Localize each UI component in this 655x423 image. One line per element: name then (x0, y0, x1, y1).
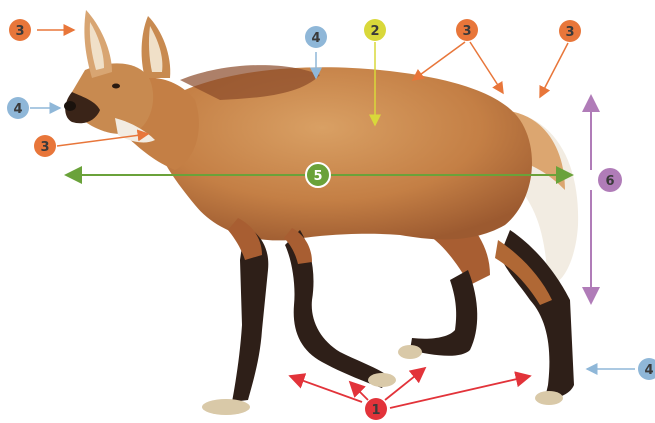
badge-body-height: 6 (598, 168, 622, 192)
maned-wolf-illustration (64, 10, 578, 415)
paw-hind-left (398, 345, 422, 359)
badge-back-upper: 3 (456, 19, 478, 41)
svg-text:5: 5 (313, 169, 322, 184)
badge-muzzle: 4 (7, 97, 29, 119)
hind-leg-dark (410, 270, 477, 356)
svg-text:6: 6 (605, 174, 614, 189)
badge-ear-tip: 3 (9, 19, 31, 41)
svg-text:3: 3 (565, 25, 574, 40)
svg-text:2: 2 (370, 24, 379, 39)
badge-throat: 3 (34, 135, 56, 157)
badge-fur-body: 2 (364, 19, 386, 41)
paw-hind-right (535, 391, 563, 405)
svg-text:4: 4 (644, 363, 653, 378)
badge-tail-tip: 3 (559, 20, 581, 42)
badge-body-length: 5 (306, 163, 330, 187)
badge-paws: 1 (365, 398, 387, 420)
svg-text:1: 1 (371, 403, 380, 418)
paw-front-right (368, 373, 396, 387)
svg-text:3: 3 (462, 24, 471, 39)
svg-text:4: 4 (311, 31, 320, 46)
badge-mane-top: 4 (305, 26, 327, 48)
badge-feet-blue: 4 (638, 358, 655, 380)
svg-text:3: 3 (40, 140, 49, 155)
nose (64, 101, 76, 111)
eye (112, 84, 120, 89)
svg-text:3: 3 (15, 24, 24, 39)
svg-text:4: 4 (13, 102, 22, 117)
paw-front-left (202, 399, 250, 415)
